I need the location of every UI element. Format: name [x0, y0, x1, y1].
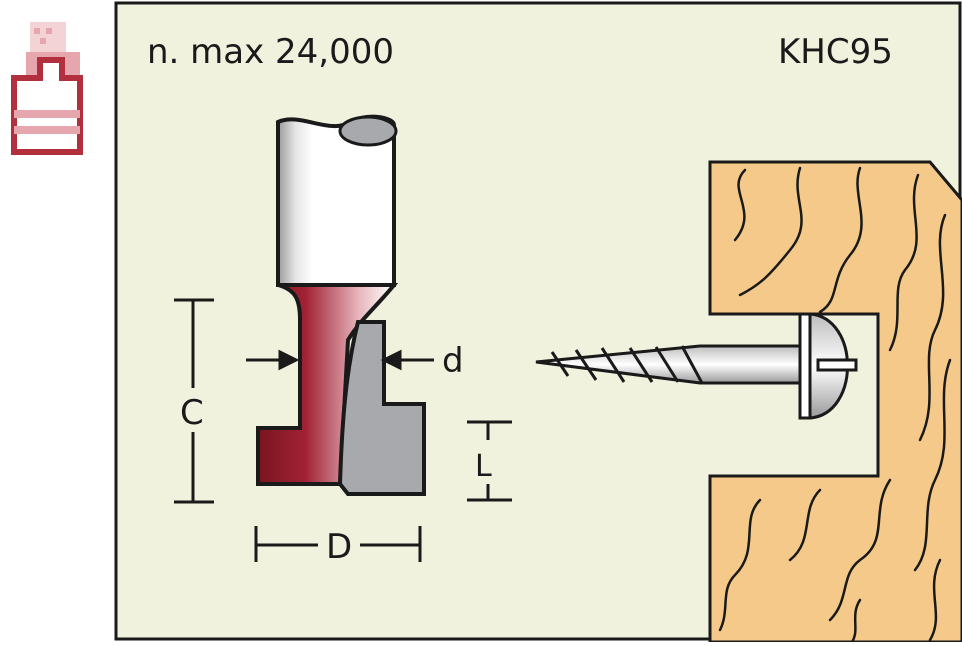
dimension-d-small-label: d — [442, 341, 464, 381]
dimension-c — [174, 298, 214, 504]
router-bit-icon — [256, 114, 426, 496]
wood-block-icon — [708, 160, 962, 644]
product-code: KHC95 — [778, 32, 893, 72]
screw-icon — [535, 312, 858, 420]
dimension-d-big — [254, 526, 422, 562]
dimension-d-big-label: D — [326, 527, 352, 567]
dimension-l — [467, 420, 512, 502]
speed-label: n. max 24,000 — [147, 32, 394, 72]
dimension-d-small — [246, 349, 434, 371]
router-bit-logo-icon — [11, 22, 83, 155]
dimension-c-label: C — [180, 393, 204, 433]
dimension-l-label: L — [475, 449, 492, 484]
